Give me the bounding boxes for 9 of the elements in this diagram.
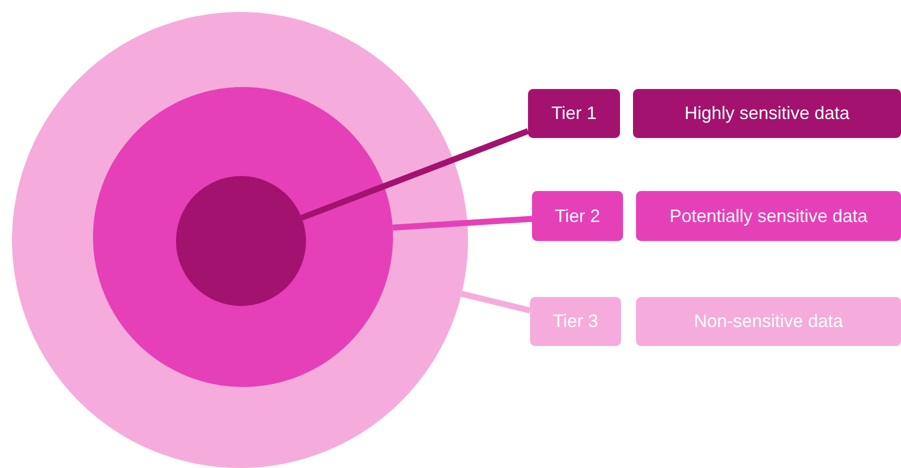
data-category-label: Non-sensitive data xyxy=(636,297,901,346)
connector-line xyxy=(392,216,532,231)
connector-line xyxy=(460,290,531,314)
data-category-label: Highly sensitive data xyxy=(633,89,901,138)
tier-label: Tier 3 xyxy=(530,297,621,346)
tier-label: Tier 2 xyxy=(532,191,623,241)
connector-line xyxy=(300,128,530,221)
data-category-label: Potentially sensitive data xyxy=(636,191,901,241)
tier-label: Tier 1 xyxy=(528,89,620,138)
